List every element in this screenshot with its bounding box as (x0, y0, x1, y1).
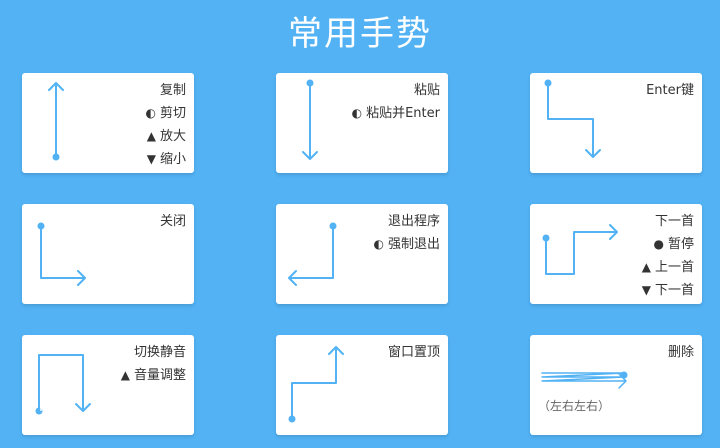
gesture-labels: 复制◐剪切▲放大▼缩小 (146, 79, 187, 171)
gesture-action-label: 切换静音 (121, 341, 186, 364)
gesture-card-enter[interactable]: Enter键 (530, 73, 702, 173)
gesture-action-label: 粘贴 (352, 79, 440, 102)
page-title: 常用手势 (288, 14, 432, 54)
gesture-label-text: 切换静音 (133, 345, 186, 360)
gesture-modifier-label: ▲音量调整 (121, 364, 186, 387)
gesture-action-label: 窗口置顶 (388, 341, 440, 364)
gesture-up-right-down-icon (35, 354, 91, 415)
gesture-down-right-down-icon (544, 79, 601, 158)
gesture-action-label: 复制 (146, 79, 186, 102)
gesture-down-right-icon (37, 222, 86, 286)
modifier-symbol-icon: ◐ (145, 106, 156, 120)
gesture-label-text: 粘贴并Enter (366, 106, 440, 121)
gesture-modifier-label: ●暂停 (642, 233, 695, 256)
gesture-modifier-label: ▲放大 (146, 125, 186, 148)
gesture-label-text: 强制退出 (387, 237, 440, 252)
gesture-modifier-label: ◐强制退出 (374, 233, 441, 256)
gesture-labels: 切换静音▲音量调整 (121, 341, 186, 387)
gesture-labels: Enter键 (646, 79, 694, 102)
gesture-action-label: 下一首 (642, 210, 694, 233)
gesture-label-text: 退出程序 (387, 214, 440, 229)
gesture-note: （左右左右） (538, 399, 611, 413)
gesture-label-text: 下一首 (654, 214, 694, 229)
gesture-labels: 删除 (668, 341, 694, 364)
gesture-label-text: 暂停 (667, 237, 694, 252)
gesture-label-text: 关闭 (159, 214, 186, 229)
gesture-label-text: 上一首 (654, 260, 694, 275)
modifier-symbol-icon: ▼ (641, 283, 651, 297)
modifier-symbol-icon: ▲ (120, 368, 130, 382)
modifier-symbol-icon: ▲ (146, 129, 156, 143)
gesture-card-paste[interactable]: 粘贴 ◐粘贴并Enter (276, 73, 448, 173)
gesture-card-delete[interactable]: 删除 （左右左右） (530, 335, 702, 435)
gesture-label-text: 缩小 (159, 152, 186, 167)
gesture-action-label: Enter键 (646, 79, 694, 102)
gesture-labels: 窗口置顶 (388, 341, 440, 364)
modifier-symbol-icon: ▼ (146, 152, 156, 166)
gesture-label-text: 粘贴 (413, 83, 440, 98)
modifier-symbol-icon: ◐ (373, 237, 384, 251)
gesture-square-wave-right-icon (542, 224, 618, 275)
gesture-card-pin-window[interactable]: 窗口置顶 (276, 335, 448, 435)
gesture-label-text: 删除 (667, 345, 694, 360)
gesture-modifier-label: ▲上一首 (642, 256, 694, 279)
modifier-symbol-icon: ▲ (641, 260, 651, 274)
gesture-action-label: 删除 (668, 341, 694, 364)
gesture-label-text: 音量调整 (133, 368, 186, 383)
gesture-card-next-track[interactable]: 下一首●暂停▲上一首▼下一首 (530, 204, 702, 304)
gesture-swipe-up-icon (48, 82, 64, 161)
gesture-label-text: 窗口置顶 (387, 345, 440, 360)
gesture-label-text: 放大 (159, 129, 186, 144)
gesture-down-left-icon (288, 222, 337, 286)
gesture-modifier-label: ▼下一首 (642, 279, 694, 302)
gesture-zigzag-left-right-icon (541, 371, 628, 389)
gesture-labels: 下一首●暂停▲上一首▼下一首 (642, 210, 694, 302)
gesture-label-text: 剪切 (159, 106, 186, 121)
modifier-symbol-icon: ◐ (351, 106, 363, 120)
gesture-label-text: 下一首 (654, 283, 694, 298)
gesture-action-label: 关闭 (160, 210, 186, 233)
gesture-card-toggle-mute[interactable]: 切换静音▲音量调整 (22, 335, 194, 435)
gesture-card-copy[interactable]: 复制◐剪切▲放大▼缩小 (22, 73, 194, 173)
gesture-up-right-up-icon (288, 346, 344, 423)
gesture-label-text: 复制 (159, 83, 186, 98)
gesture-modifier-label: ▼缩小 (146, 148, 186, 171)
gesture-label-text: Enter键 (646, 83, 694, 98)
gesture-action-label: 退出程序 (374, 210, 440, 233)
gesture-labels: 退出程序◐强制退出 (374, 210, 441, 256)
modifier-symbol-icon: ● (653, 237, 664, 251)
gesture-modifier-label: ◐剪切 (146, 102, 187, 125)
gesture-card-exit[interactable]: 退出程序◐强制退出 (276, 204, 448, 304)
gesture-card-close[interactable]: 关闭 (22, 204, 194, 304)
gesture-labels: 粘贴 ◐粘贴并Enter (352, 79, 440, 125)
gesture-swipe-down-icon (302, 79, 318, 160)
gesture-modifier-label: ◐粘贴并Enter (352, 102, 440, 125)
gesture-labels: 关闭 (160, 210, 186, 233)
